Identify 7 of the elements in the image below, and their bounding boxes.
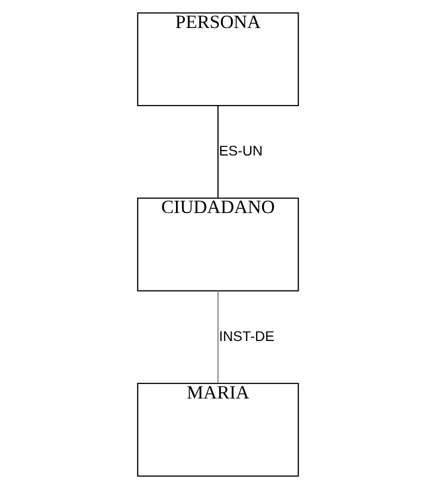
connector <box>216 106 218 198</box>
connector <box>216 290 218 384</box>
node-box: PERSONA <box>136 12 298 106</box>
edge-label: ES-UN <box>218 142 262 159</box>
node-box: MARIA <box>136 382 298 477</box>
edge-label: INST-DE <box>218 328 274 344</box>
node-box: CIUDADANO <box>136 198 298 292</box>
